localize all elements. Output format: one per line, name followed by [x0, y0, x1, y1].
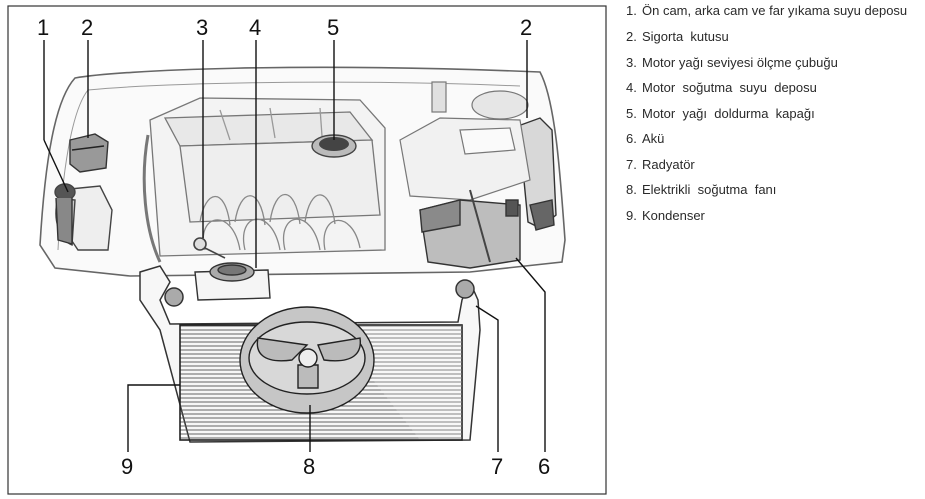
callout-1: 1 — [37, 15, 49, 40]
legend-item-9: 9. Kondenser — [626, 207, 922, 224]
legend-text: Ön cam, arka cam ve far yıkama suyu depo… — [642, 3, 908, 18]
legend-number: 7. — [626, 156, 637, 172]
legend-text: Motor yağı seviyesi ölçme çubuğu — [642, 54, 838, 70]
legend-number: 8. — [626, 182, 637, 197]
fuse-box-left — [69, 133, 109, 173]
legend-text: Motor yağı doldurma kapağı — [642, 105, 815, 121]
legend-number: 6. — [626, 131, 637, 146]
legend-number: 4. — [626, 80, 637, 95]
legend-item-3: 3. Motor yağı seviyesi ölçme çubuğu — [626, 54, 922, 71]
callout-9: 9 — [121, 454, 133, 479]
callout-3: 3 — [196, 15, 208, 40]
legend-item-8: 8. Elektrikli soğutma fanı — [626, 181, 922, 198]
callout-8: 8 — [303, 454, 315, 479]
coolant-reservoir — [194, 262, 271, 301]
legend-item-2: 2. Sigorta kutusu — [626, 28, 922, 45]
legend-number: 5. — [626, 105, 637, 121]
engine-block — [149, 97, 386, 257]
callout-4: 4 — [249, 15, 261, 40]
battery — [419, 189, 521, 269]
legend-item-6: 6. Akü — [626, 130, 922, 147]
legend-item-7: 7. Radyatör — [626, 156, 922, 173]
legend-text: Kondenser — [642, 207, 705, 223]
oil-dipstick — [142, 134, 226, 263]
washer-fluid-reservoir — [54, 183, 113, 251]
legend-item-1: 1. Ön cam, arka cam ve far yıkama suyu d… — [626, 2, 922, 19]
electric-cooling-fan — [239, 306, 375, 414]
legend-item-5: 5. Motor yağı doldurma kapağı — [626, 105, 922, 122]
legend-text: Motor soğutma suyu deposu — [642, 80, 817, 95]
legend-number: 3. — [626, 54, 637, 70]
legend-item-4: 4. Motor soğutma suyu deposu — [626, 79, 922, 96]
legend-number: 2. — [626, 29, 637, 44]
parts-legend: 1. Ön cam, arka cam ve far yıkama suyu d… — [626, 2, 922, 232]
air-filter-box — [399, 81, 531, 201]
callout-2-left: 2 — [81, 15, 93, 40]
engine-bay-diagram: 1 2 3 4 5 2 9 8 7 6 — [7, 5, 607, 495]
legend-text: Elektrikli soğutma fanı — [642, 182, 777, 197]
leader-lines — [43, 40, 546, 452]
callout-5: 5 — [327, 15, 339, 40]
callout-2-right: 2 — [520, 15, 532, 40]
legend-text: Akü — [642, 131, 665, 146]
legend-number: 9. — [626, 207, 637, 223]
legend-number: 1. — [626, 3, 637, 18]
legend-text: Radyatör — [642, 156, 695, 172]
legend-text: Sigorta kutusu — [642, 29, 729, 44]
callout-6: 6 — [538, 454, 550, 479]
callout-7: 7 — [491, 454, 503, 479]
